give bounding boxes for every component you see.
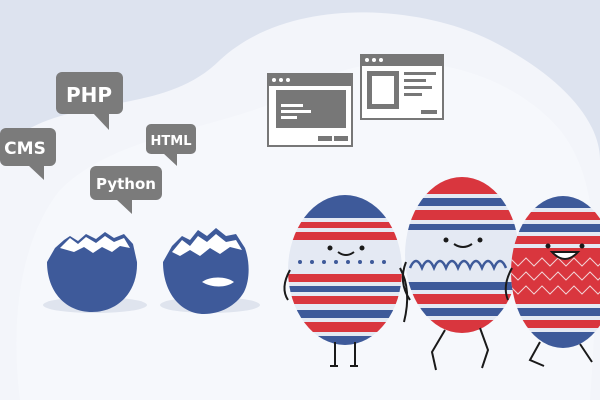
- egg-face: [327, 245, 365, 256]
- python-tag-bubble: Python: [90, 166, 162, 214]
- browser-window-icon: [267, 73, 353, 147]
- html-tag-bubble: HTML: [146, 124, 196, 166]
- broken-eggshell-icon: [43, 232, 147, 313]
- php-tag-label: PHP: [66, 83, 112, 107]
- egg-face: [443, 237, 483, 248]
- broken-eggshell-icon-2: [160, 228, 260, 314]
- cms-tag-label: CMS: [4, 139, 46, 159]
- php-tag-bubble: PHP: [56, 72, 123, 130]
- browser-window-icon-2: [360, 54, 444, 120]
- python-tag-label: Python: [96, 175, 156, 193]
- html-tag-label: HTML: [151, 134, 192, 149]
- egg-face: [545, 243, 585, 260]
- cms-tag-bubble: CMS: [0, 128, 56, 180]
